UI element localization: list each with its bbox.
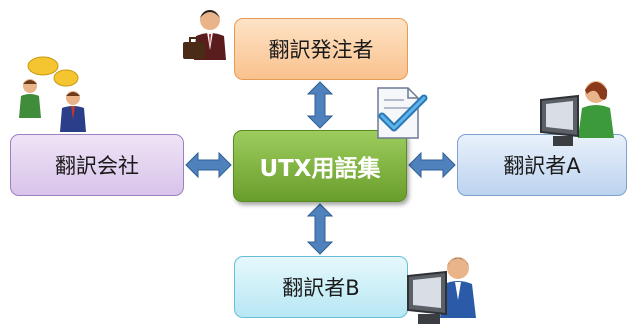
document-check-icon — [377, 87, 428, 139]
arrow-glossary-translator-a — [408, 151, 456, 179]
node-company-label: 翻訳会社 — [55, 154, 139, 178]
conversation-icon — [19, 56, 86, 132]
node-glossary: UTX用語集 — [233, 130, 407, 202]
node-company: 翻訳会社 — [10, 134, 184, 196]
node-glossary-label: UTX用語集 — [259, 156, 381, 182]
node-translator-b-label: 翻訳者B — [282, 276, 360, 300]
node-translator-a: 翻訳者A — [457, 134, 627, 196]
person-computer-icon — [407, 257, 476, 324]
node-client-label: 翻訳発注者 — [268, 38, 374, 62]
node-client: 翻訳発注者 — [234, 18, 408, 80]
person-computer-icon — [540, 81, 614, 146]
node-translator-a-label: 翻訳者A — [503, 154, 581, 178]
arrow-glossary-translator-b — [306, 203, 334, 255]
businessman-briefcase-icon — [183, 10, 226, 60]
arrow-company-glossary — [185, 151, 232, 179]
node-translator-b: 翻訳者B — [234, 256, 408, 318]
arrow-client-glossary — [306, 81, 334, 129]
